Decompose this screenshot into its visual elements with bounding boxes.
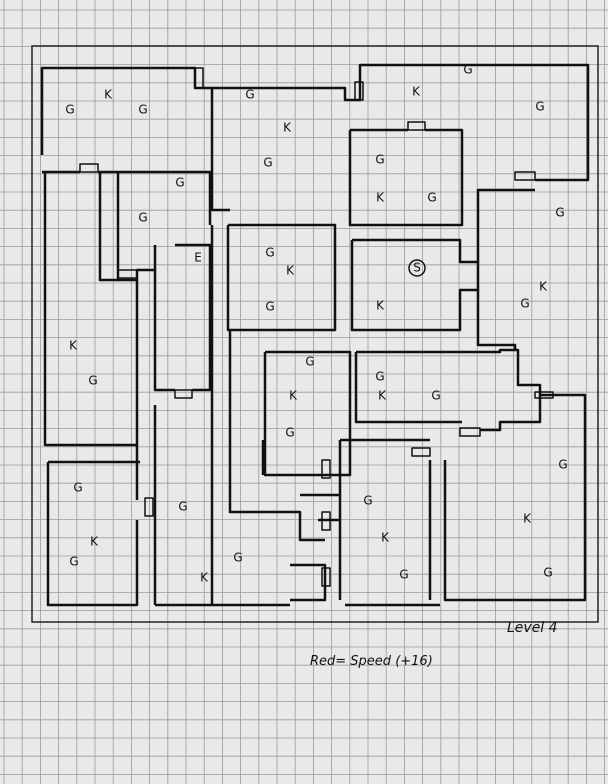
- wall-segment: [290, 563, 327, 602]
- wall-segment: [354, 352, 462, 424]
- legend-note: Red= Speed (+16): [310, 654, 433, 669]
- dungeon-walls: [40, 63, 590, 607]
- marker-g: G: [463, 63, 472, 77]
- door: [534, 391, 554, 399]
- marker-g: G: [427, 191, 436, 205]
- wall-segment: [210, 225, 325, 605]
- marker-g: G: [263, 156, 272, 170]
- wall-segment: [98, 172, 118, 282]
- marker-k: K: [376, 191, 385, 205]
- marker-g: G: [363, 494, 372, 508]
- marker-k: K: [378, 389, 387, 403]
- wall-segment: [135, 280, 157, 605]
- door: [174, 389, 193, 399]
- marker-g: G: [265, 300, 274, 314]
- door: [194, 67, 204, 89]
- marker-k: K: [523, 512, 532, 526]
- marker-g: G: [138, 103, 147, 117]
- door: [514, 171, 536, 181]
- marker-g: G: [535, 100, 544, 114]
- marker-g: G: [88, 374, 97, 388]
- marker-g: G: [431, 389, 440, 403]
- marker-g: G: [175, 176, 184, 190]
- marker-g: G: [178, 500, 187, 514]
- wall-segment: [212, 63, 372, 102]
- marker-g: G: [138, 211, 147, 225]
- door: [321, 459, 331, 479]
- wall-segment: [46, 460, 140, 607]
- wall-segment: [476, 188, 535, 350]
- marker-circle: [408, 259, 426, 277]
- wall-segment: [263, 350, 352, 477]
- marker-k: K: [412, 85, 421, 99]
- wall-segment: [443, 393, 587, 602]
- wall-segment: [40, 66, 230, 212]
- door: [459, 427, 481, 437]
- wall-segment: [43, 172, 137, 447]
- marker-k: K: [376, 299, 385, 313]
- wall-segment: [153, 243, 212, 392]
- wall-segment: [338, 438, 432, 600]
- door: [117, 269, 138, 279]
- marker-g: G: [555, 206, 564, 220]
- door: [144, 497, 154, 517]
- door: [407, 121, 426, 131]
- marker-g: G: [399, 568, 408, 582]
- marker-k: K: [69, 339, 78, 353]
- wall-segment: [348, 128, 464, 227]
- marker-k: K: [104, 88, 113, 102]
- marker-g: G: [69, 555, 78, 569]
- outer-border: [31, 45, 599, 623]
- marker-k: K: [289, 389, 298, 403]
- marker-g: G: [375, 153, 384, 167]
- marker-k: K: [200, 571, 209, 585]
- marker-g: G: [65, 103, 74, 117]
- door: [79, 163, 99, 173]
- door: [354, 81, 364, 101]
- wall-segment: [226, 223, 337, 332]
- wall-segment: [356, 348, 542, 432]
- marker-e: E: [194, 251, 202, 265]
- door: [321, 511, 331, 531]
- door: [411, 447, 431, 457]
- marker-k: K: [90, 535, 99, 549]
- level-title: Level 4: [507, 620, 558, 636]
- marker-s: S: [413, 261, 421, 275]
- marker-g: G: [285, 426, 294, 440]
- marker-k: K: [539, 280, 548, 294]
- marker-g: G: [245, 88, 254, 102]
- marker-g: G: [520, 297, 529, 311]
- marker-g: G: [558, 458, 567, 472]
- marker-k: K: [381, 531, 390, 545]
- marker-k: K: [283, 121, 292, 135]
- marker-g: G: [233, 551, 242, 565]
- marker-g: G: [375, 370, 384, 384]
- marker-g: G: [305, 355, 314, 369]
- wall-segment: [116, 170, 212, 225]
- marker-g: G: [73, 481, 82, 495]
- marker-g: G: [543, 566, 552, 580]
- wall-segment: [372, 63, 590, 182]
- marker-g: G: [265, 246, 274, 260]
- door: [321, 567, 331, 587]
- marker-k: K: [286, 264, 295, 278]
- wall-segment: [261, 440, 340, 522]
